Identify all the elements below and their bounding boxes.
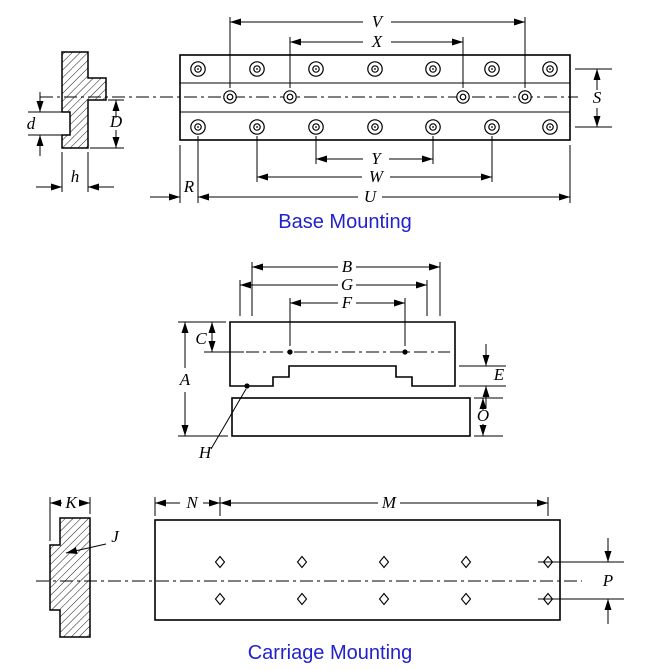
dim-label-k: K	[64, 493, 78, 512]
base-mounting-section: V X S Y	[27, 12, 612, 233]
corner-reference-dot	[244, 383, 250, 389]
dimension-P: P	[538, 538, 624, 624]
dim-label-s: S	[593, 88, 602, 107]
dim-label-d-small: d	[27, 114, 36, 133]
dim-label-w: W	[369, 167, 385, 186]
dim-label-a: A	[179, 370, 191, 389]
dim-label-h-corner: H	[198, 443, 213, 462]
carriage-cross-section: B G F C A	[178, 257, 506, 462]
carriage-end-cross-section	[49, 517, 91, 638]
carriage-mounting-section: K J N M P Carriage Mounting	[36, 493, 624, 664]
dim-label-x: X	[371, 32, 383, 51]
dimension-d: d	[27, 92, 63, 156]
dimension-N-M: N M	[154, 493, 549, 516]
dim-label-c: C	[195, 329, 207, 348]
dimension-K: K	[49, 493, 91, 541]
dimension-F: F	[289, 293, 406, 346]
dimension-O: O	[474, 397, 503, 437]
label-J: J	[65, 527, 120, 554]
dimension-X: X	[289, 32, 464, 88]
dimension-E: E	[459, 344, 506, 408]
dim-label-o: O	[477, 406, 489, 425]
dimension-G: G	[239, 275, 428, 316]
dimension-A: A	[178, 322, 228, 437]
dim-label-n: N	[185, 493, 199, 512]
hole-center-dot	[287, 349, 293, 355]
hole-center-dot	[402, 349, 408, 355]
dim-label-f: F	[341, 293, 353, 312]
rail-top-view	[179, 54, 571, 141]
dimension-S: S	[575, 68, 612, 128]
carriage-mounting-title: Carriage Mounting	[248, 642, 413, 664]
rail-base-profile	[231, 397, 471, 437]
dim-label-p: P	[602, 571, 613, 590]
dim-label-b: B	[342, 257, 353, 276]
label-H: H	[198, 383, 250, 462]
dimension-B: B	[251, 257, 441, 316]
dim-label-j: J	[111, 527, 120, 546]
dimension-V: V	[229, 12, 526, 88]
carriage-profile	[229, 321, 456, 387]
dim-label-d-big: D	[109, 112, 123, 131]
dim-label-m: M	[381, 493, 397, 512]
dimension-R-U: R U	[150, 136, 571, 206]
dim-label-e: E	[493, 365, 505, 384]
dim-label-v: V	[372, 12, 385, 31]
base-mounting-holes	[190, 61, 558, 135]
dimension-C: C	[178, 321, 244, 353]
dim-label-y: Y	[371, 149, 382, 168]
dim-label-h: h	[71, 167, 80, 186]
carriage-top-view	[154, 519, 561, 621]
rail-end-cross-section	[61, 51, 107, 149]
dim-label-r: R	[183, 177, 195, 196]
dimension-h: h	[36, 152, 114, 192]
dim-label-g: G	[341, 275, 353, 294]
base-mounting-title: Base Mounting	[278, 211, 411, 233]
dimension-D: D	[90, 99, 124, 149]
dim-label-u: U	[364, 187, 378, 206]
dimension-W: W	[256, 136, 493, 186]
dimension-Y: Y	[315, 136, 434, 168]
